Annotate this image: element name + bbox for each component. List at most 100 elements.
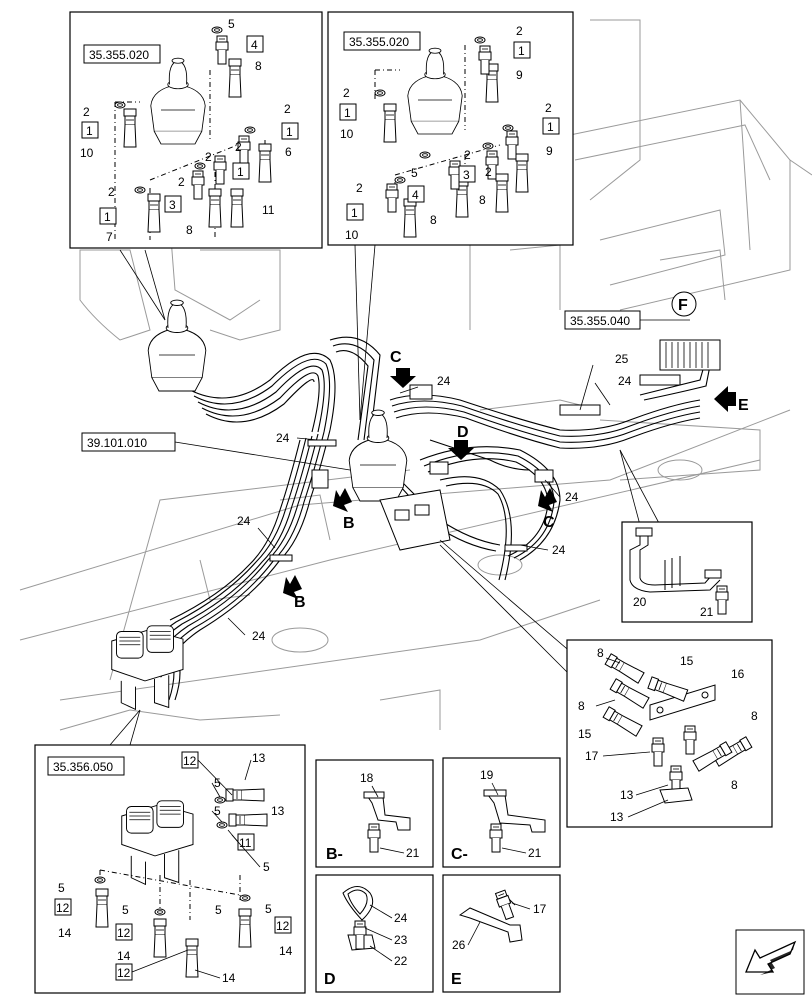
main-callouts: 24 24 24 24 24 25 24 24 — [237, 352, 632, 643]
callout-24: 24 — [437, 374, 451, 388]
callout-14: 14 — [117, 949, 131, 963]
callout-2: 2 — [343, 86, 350, 100]
callout-24: 24 — [552, 543, 566, 557]
callout-1: 1 — [344, 106, 351, 120]
callout-12: 12 — [183, 754, 197, 768]
callout-8: 8 — [255, 59, 262, 73]
callout-12: 12 — [117, 926, 131, 940]
callout-2: 2 — [485, 165, 492, 179]
callout-8: 8 — [479, 193, 486, 207]
callout-14: 14 — [279, 944, 293, 958]
callout-24: 24 — [237, 514, 251, 528]
view-label-c: C — [390, 349, 402, 366]
callout-10: 10 — [340, 127, 354, 141]
detail-panel-view-d: 24 23 22 D — [315, 874, 434, 993]
callout-17: 17 — [585, 749, 599, 763]
callout-2: 2 — [108, 185, 115, 199]
callout-4: 4 — [412, 188, 419, 202]
travel-pedal-assembly — [111, 625, 184, 710]
leader-lines — [109, 244, 690, 746]
callout-8: 8 — [731, 778, 738, 792]
callout-8: 8 — [430, 213, 437, 227]
callout-13: 13 — [252, 751, 266, 765]
callout-1: 1 — [518, 44, 525, 58]
view-label-c-minus: C- — [451, 846, 468, 863]
callout-3: 3 — [169, 198, 176, 212]
callout-14: 14 — [222, 971, 236, 985]
callout-1: 1 — [237, 165, 244, 179]
callout-24: 24 — [618, 374, 632, 388]
view-arrows: C D B B C E — [283, 349, 749, 611]
callout-14: 14 — [58, 926, 72, 940]
callout-2: 2 — [464, 148, 471, 162]
detail-panel-top-left: 35.355.020 5 4 8 2 1 10 2 1 2 — [69, 11, 323, 249]
view-label-f: F — [678, 297, 688, 314]
callout-9: 9 — [516, 68, 523, 82]
callout-11: 11 — [262, 203, 275, 217]
view-label-b-minus: B- — [326, 846, 343, 863]
callout-1: 1 — [351, 206, 358, 220]
view-label-e: E — [738, 397, 749, 414]
callout-6: 6 — [285, 145, 292, 159]
callout-5: 5 — [122, 903, 129, 917]
ref-label: 35.355.040 — [570, 314, 630, 328]
callout-23: 23 — [394, 933, 408, 947]
callout-7: 7 — [106, 230, 113, 244]
callout-13: 13 — [271, 804, 285, 818]
callout-2: 2 — [356, 181, 363, 195]
callout-18: 18 — [360, 771, 374, 785]
next-page-arrow-icon[interactable] — [735, 929, 805, 995]
callout-20: 20 — [633, 595, 647, 609]
callout-21: 21 — [528, 846, 542, 860]
ref-label: 35.355.020 — [89, 48, 149, 62]
callout-19: 19 — [480, 768, 494, 782]
callout-15: 15 — [578, 727, 592, 741]
callout-5: 5 — [228, 17, 235, 31]
callout-12: 12 — [56, 901, 70, 915]
callout-12: 12 — [117, 966, 131, 980]
ref-label: 39.101.010 — [87, 436, 147, 450]
callout-8: 8 — [597, 646, 604, 660]
callout-24: 24 — [252, 629, 266, 643]
callout-2: 2 — [235, 140, 242, 154]
hose-bundle-left-joystick — [189, 336, 381, 441]
ref-label: 35.355.020 — [349, 35, 409, 49]
callout-8: 8 — [751, 709, 758, 723]
detail-panel-view-b: 18 21 B- — [315, 759, 434, 868]
control-valve-block — [379, 489, 451, 551]
view-label-d: D — [324, 971, 336, 988]
detail-panel-pedal: 35.356.050 12 13 5 13 5 11 5 5 12 14 5 1… — [34, 744, 306, 994]
callout-5: 5 — [265, 902, 272, 916]
callout-21: 21 — [700, 605, 714, 619]
callout-3: 3 — [463, 168, 470, 182]
callout-24: 24 — [276, 431, 290, 445]
callout-5: 5 — [411, 166, 418, 180]
detail-panel-view-c: 19 21 C- — [442, 757, 561, 868]
view-label-c: C — [543, 514, 555, 531]
view-label-b: B — [343, 515, 355, 532]
callout-11: 11 — [239, 836, 252, 850]
callout-8: 8 — [578, 699, 585, 713]
callout-1: 1 — [86, 124, 93, 138]
view-label-b: B — [294, 594, 306, 611]
callout-13: 13 — [610, 810, 624, 824]
callout-24: 24 — [565, 490, 579, 504]
detail-panel-top-mid: 35.355.020 2 1 9 2 1 10 2 1 — [327, 11, 574, 246]
callout-1: 1 — [104, 210, 111, 224]
callout-5: 5 — [58, 881, 65, 895]
callout-24: 24 — [394, 911, 408, 925]
ref-39-101-010: 39.101.010 — [81, 432, 176, 452]
callout-2: 2 — [178, 175, 185, 189]
callout-5: 5 — [215, 903, 222, 917]
callout-21: 21 — [406, 846, 420, 860]
view-label-d: D — [457, 424, 469, 441]
callout-25: 25 — [615, 352, 629, 366]
callout-2: 2 — [516, 24, 523, 38]
callout-10: 10 — [345, 228, 359, 242]
callout-15: 15 — [680, 654, 694, 668]
callout-17: 17 — [533, 902, 547, 916]
ref-label: 35.356.050 — [53, 760, 113, 774]
detail-panel-manifold: 8 15 16 8 15 8 17 8 13 13 — [566, 639, 773, 828]
callout-16: 16 — [731, 667, 745, 681]
